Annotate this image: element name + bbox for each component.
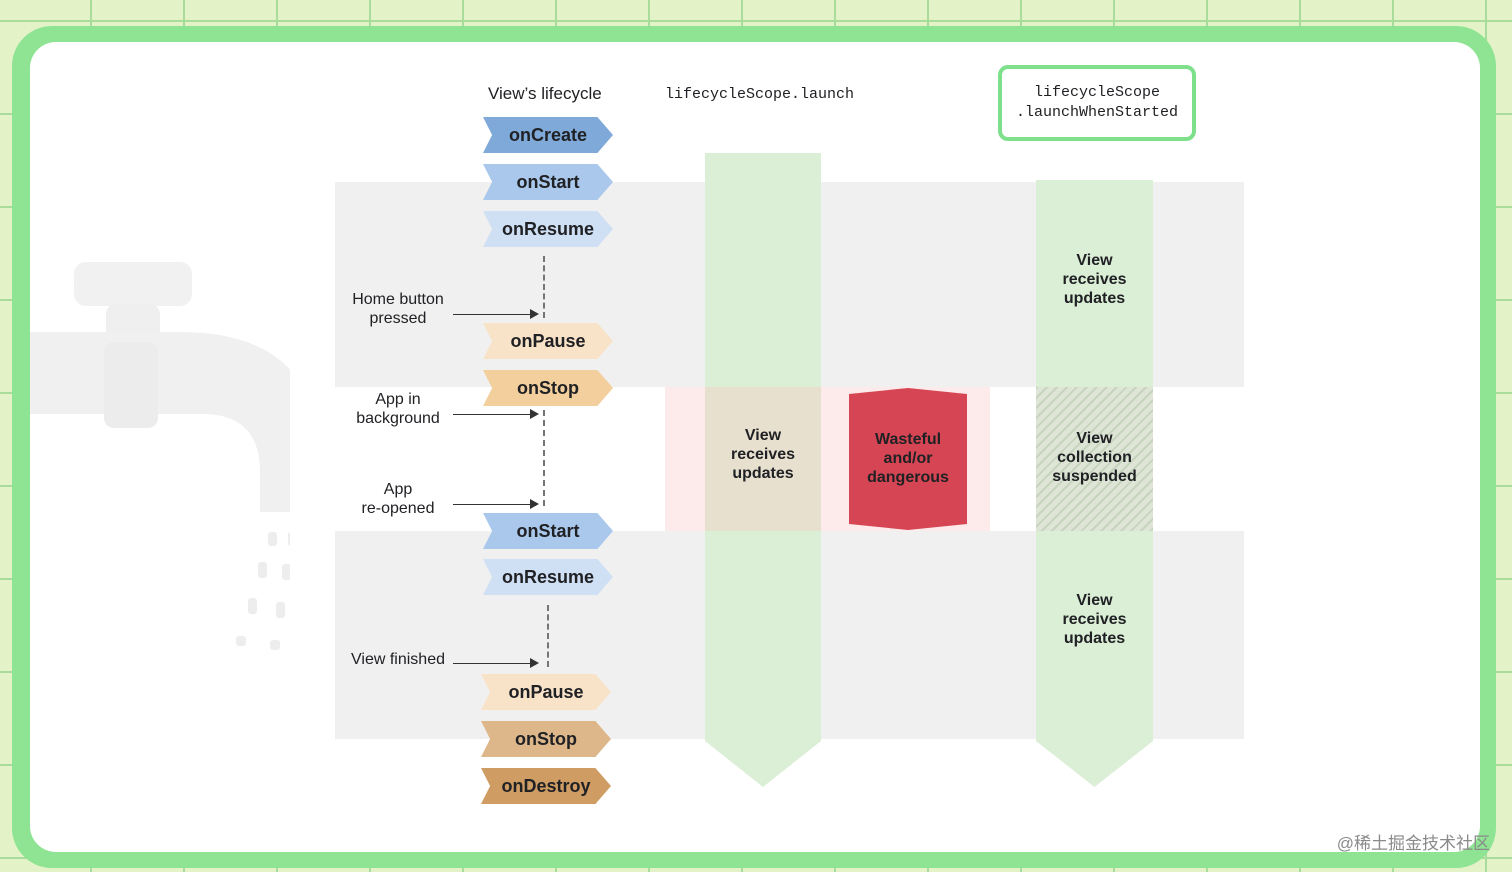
watermark: @稀土掘金技术社区 <box>1336 834 1490 853</box>
warning-label: Wasteful and/or dangerous <box>867 431 949 486</box>
lifecycle-step-onresume: onResume <box>483 211 613 247</box>
launch-column-top <box>705 153 821 387</box>
gap <box>990 387 1036 531</box>
event-arrow <box>453 504 531 505</box>
event-arrow-head <box>530 658 539 668</box>
faucet-illustration <box>30 262 290 650</box>
dashed-connector <box>547 605 549 667</box>
started-column-top <box>1036 180 1153 387</box>
dashed-connector <box>543 410 545 506</box>
launch-column-label: View receives updates <box>730 427 796 482</box>
event-arrow-head <box>530 409 539 419</box>
event-view-finished: View finished <box>351 651 445 668</box>
launch-column-middle <box>705 387 821 531</box>
launch-when-started-line1: lifecycleScope <box>1033 84 1161 101</box>
started-suspended-label: View collection suspended <box>1052 430 1137 485</box>
started-top-label: View receives updates <box>1062 252 1127 307</box>
started-column-arrow <box>1036 531 1153 787</box>
lifecycle-step-oncreate: onCreate <box>483 117 613 153</box>
event-arrow <box>453 414 531 415</box>
warning-shape <box>849 388 967 530</box>
lifecycle-step-onresume-again: onResume <box>483 559 613 595</box>
event-arrow <box>453 663 531 664</box>
event-arrow-head <box>530 309 539 319</box>
lifecycle-step-onstart: onStart <box>483 164 613 200</box>
event-app-reopened: App re-opened <box>361 481 435 517</box>
launch-when-started-header: lifecycleScope .launchWhenStarted <box>998 65 1196 141</box>
lifecycle-step-onstop-final: onStop <box>481 721 611 757</box>
lifecycle-step-onpause-final: onPause <box>481 674 611 710</box>
event-arrow <box>453 314 531 315</box>
lifecycle-step-onstop: onStop <box>483 370 613 406</box>
launch-column-arrow <box>705 531 821 787</box>
lifecycle-header: View’s lifecycle <box>488 84 602 103</box>
launch-when-started-line2: .launchWhenStarted <box>1015 104 1179 121</box>
event-app-background: App in background <box>356 391 440 427</box>
launch-header: lifecycleScope.launch <box>665 86 855 103</box>
event-home-button: Home button pressed <box>352 291 444 327</box>
started-column-suspended <box>1036 387 1153 531</box>
started-bottom-label: View receives updates <box>1062 592 1127 647</box>
event-arrow-head <box>530 499 539 509</box>
lifecycle-step-onstart-again: onStart <box>483 513 613 549</box>
dashed-connector <box>543 256 545 318</box>
lifecycle-step-ondestroy: onDestroy <box>481 768 611 804</box>
lifecycle-step-onpause: onPause <box>483 323 613 359</box>
